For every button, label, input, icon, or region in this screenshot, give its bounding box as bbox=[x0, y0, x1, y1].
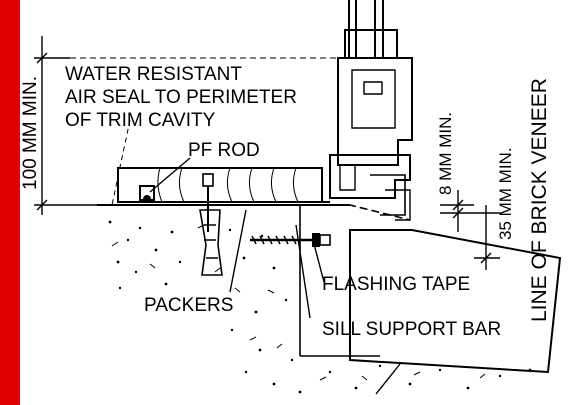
flashing-tape-label: FLASHING TAPE bbox=[322, 274, 470, 295]
pf-rod bbox=[139, 185, 155, 203]
dimension-100mm bbox=[34, 36, 100, 215]
air-seal-leader bbox=[111, 119, 131, 206]
fixing-screw bbox=[202, 173, 331, 247]
sill-leader bbox=[295, 224, 311, 319]
wall-edge bbox=[299, 205, 380, 357]
air-seal-label-line-1: WATER RESISTANT bbox=[65, 64, 242, 85]
dimension-8mm-35mm bbox=[440, 190, 500, 270]
air-seal-label-line-2: AIR SEAL TO PERIMETER bbox=[65, 87, 297, 108]
dim-100mm-label: 100 MM MIN. bbox=[20, 76, 41, 190]
packers bbox=[199, 209, 223, 276]
air-seal-label-line-3: OF TRIM CAVITY bbox=[65, 110, 216, 131]
pf-rod-label: PF ROD bbox=[188, 140, 260, 161]
bottom-leader bbox=[375, 363, 401, 395]
brick-veneer-label: LINE OF BRICK VENEER bbox=[528, 78, 551, 322]
window-frame bbox=[329, 0, 413, 221]
red-border-strip bbox=[0, 0, 20, 405]
packers-leader bbox=[229, 209, 247, 293]
brick-veneer bbox=[349, 229, 562, 374]
sill-support-bar-label: SILL SUPPORT BAR bbox=[322, 319, 501, 340]
dim-35mm-label: 35 MM MIN. bbox=[496, 147, 515, 240]
flashing-leader bbox=[313, 243, 325, 283]
packers-label: PACKERS bbox=[144, 295, 233, 316]
dim-8mm-label: 8 MM MIN. bbox=[436, 112, 455, 195]
pf-rod-leader bbox=[149, 157, 191, 193]
substrate-concrete bbox=[108, 220, 532, 394]
